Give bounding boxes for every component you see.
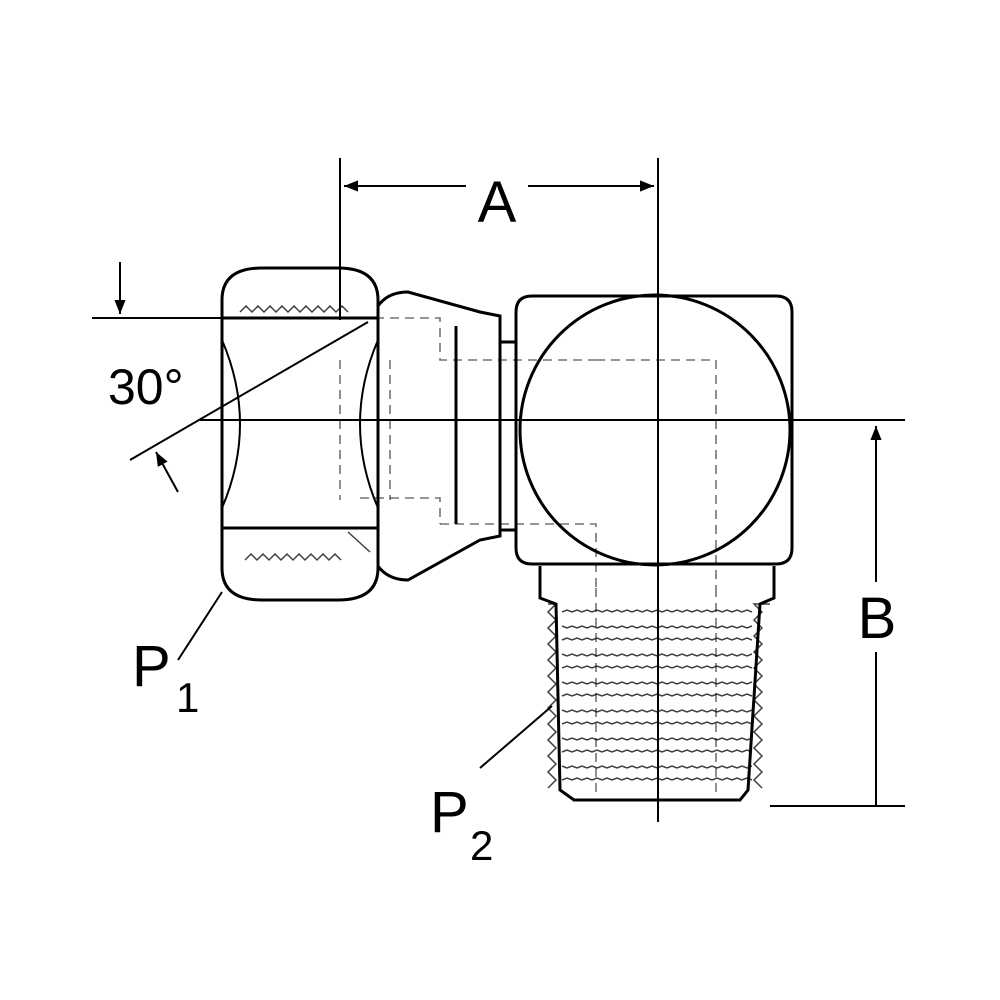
port-2-letter: P [430,780,469,845]
dimension-b [770,426,905,807]
port-2-label: P 2 [430,780,493,869]
angle-label: 30° [108,359,184,415]
port-1-subscript: 1 [176,674,199,721]
center-lines [200,158,905,822]
dimension-a-label: A [478,170,517,235]
angle-callout [92,262,372,493]
port-leaders [177,591,553,769]
dimension-b-label: B [858,586,897,651]
port-1-label: P 1 [132,634,199,721]
fitting-collar [376,290,518,582]
dimension-a [339,158,654,320]
port-2-subscript: 2 [470,822,493,869]
hidden-passages [339,317,717,792]
elbow-body [514,293,794,567]
port-1-letter: P [132,634,171,699]
